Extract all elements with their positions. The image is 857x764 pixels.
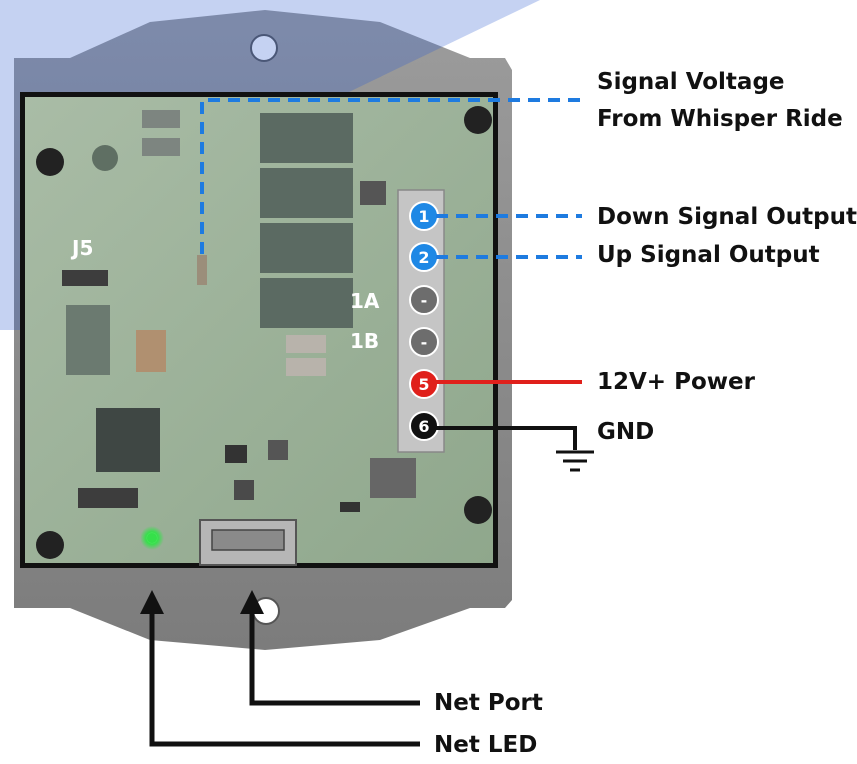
signal-voltage-label-line2: From Whisper Ride: [597, 105, 843, 133]
terminal-1a-label: 1A: [350, 289, 379, 313]
terminal-pin-label: 1: [418, 207, 429, 226]
down-signal-label: Down Signal Output: [597, 203, 857, 231]
terminal-pin-label: 2: [418, 248, 429, 267]
terminal-pin-2: 2: [410, 243, 438, 271]
terminal-pin-label: -: [421, 291, 428, 310]
net-led-label: Net LED: [434, 731, 537, 759]
terminal-pin-4: -: [410, 328, 438, 356]
terminal-pin-6: 6: [410, 412, 438, 440]
up-signal-label: Up Signal Output: [597, 241, 820, 269]
terminal-pin-3: -: [410, 286, 438, 314]
terminal-1b-label: 1B: [350, 329, 379, 353]
power-label: 12V+ Power: [597, 368, 755, 396]
terminal-pin-label: 6: [418, 417, 429, 436]
terminal-pin-label: 5: [418, 375, 429, 394]
signal-voltage-label-line1: Signal Voltage: [597, 68, 785, 96]
ground-symbol-icon: [556, 452, 594, 470]
terminal-pin-label: -: [421, 333, 428, 352]
terminal-pin-5: 5: [410, 370, 438, 398]
terminal-pin-1: 1: [410, 202, 438, 230]
screw: [36, 148, 64, 176]
j5-label: J5: [72, 236, 93, 260]
net-port-label: Net Port: [434, 689, 543, 717]
gnd-label: GND: [597, 418, 654, 446]
